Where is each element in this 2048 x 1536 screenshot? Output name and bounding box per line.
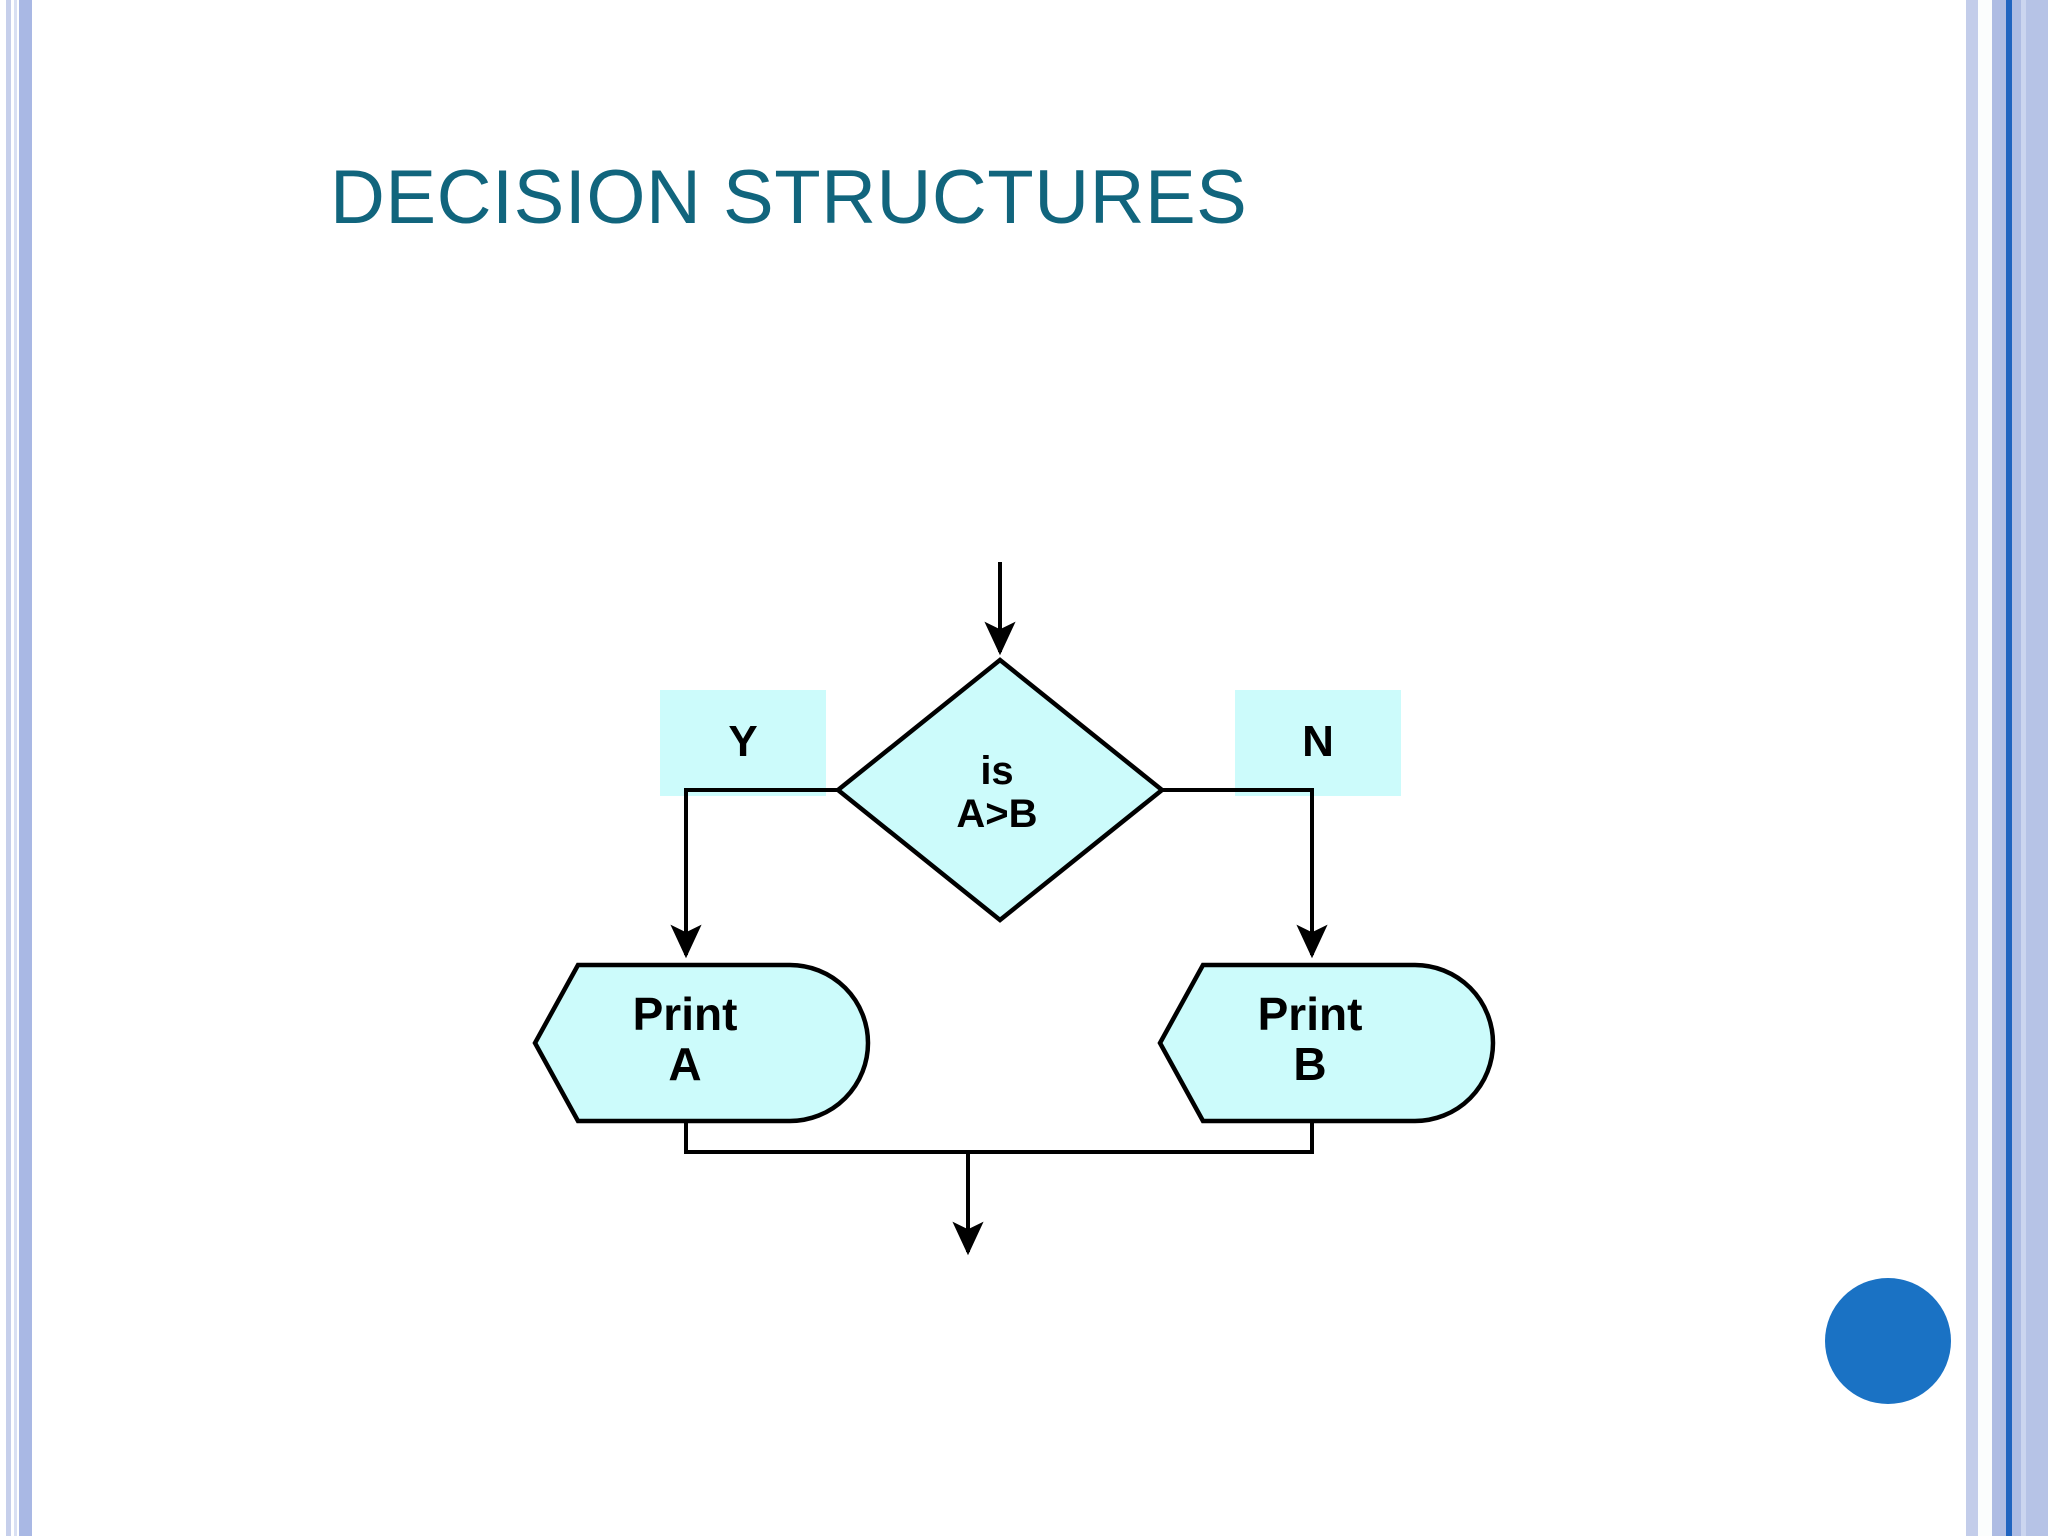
- decision-diamond-shape: [834, 657, 1166, 923]
- decision-diamond-label: is A>B: [956, 749, 1038, 837]
- print-b-label: Print B: [1257, 988, 1363, 1090]
- accent-dot: [1825, 1278, 1951, 1404]
- no-branch-connector: [1162, 788, 1328, 959]
- no-branch-label: N: [1302, 717, 1334, 766]
- left-border-stripe-3: [19, 0, 32, 1536]
- right-border-stripe-3: [1992, 0, 2006, 1536]
- left-border-stripe-2: [14, 0, 17, 1536]
- page-title: DECISION STRUCTURES: [330, 155, 1248, 240]
- right-border-stripe-6: [2021, 0, 2026, 1536]
- right-border-stripe-7: [2026, 0, 2048, 1536]
- print-b-display-shape: [1157, 962, 1496, 1124]
- right-border-stripe-2: [1978, 0, 1992, 1536]
- right-border-stripe-1: [1966, 0, 1978, 1536]
- merge-connector: [684, 1121, 1314, 1154]
- print-a-label: Print A: [632, 988, 738, 1090]
- right-border-stripe-4: [2006, 0, 2012, 1536]
- yes-branch-label: Y: [728, 717, 758, 766]
- yes-branch-tag-box: [660, 690, 826, 796]
- print-a-display-shape: [532, 962, 871, 1124]
- yes-branch-connector: [670, 788, 838, 959]
- left-border-stripe-1: [6, 0, 11, 1536]
- right-border-stripe-5: [2012, 0, 2021, 1536]
- no-branch-tag-box: [1235, 690, 1401, 796]
